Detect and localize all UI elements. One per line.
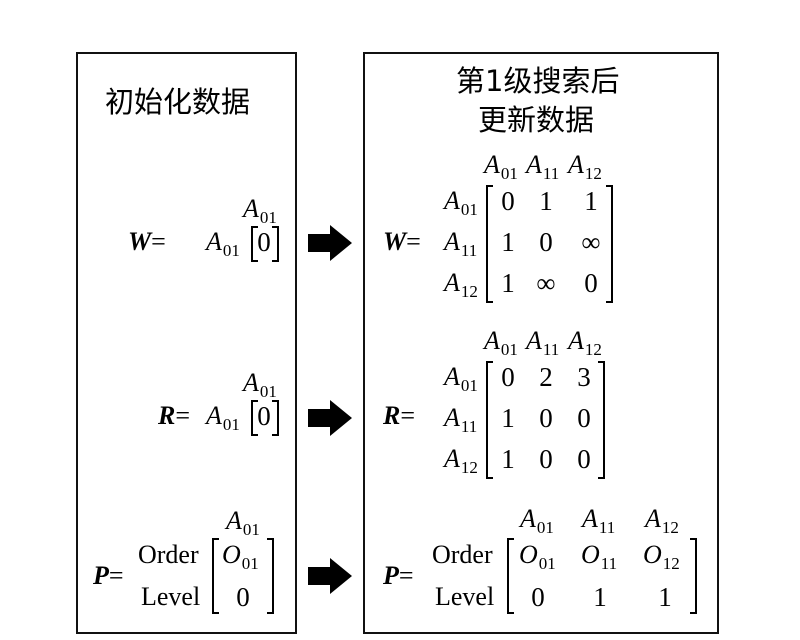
left-w-col-label: A01 — [243, 194, 277, 227]
left-r-bracket-left — [251, 400, 258, 436]
right-r-cell: 0 — [539, 403, 553, 433]
left-r-row-label: A01 — [206, 401, 240, 434]
right-r-cell: 0 — [501, 362, 515, 392]
left-r-cell: 0 — [257, 401, 271, 431]
left-panel-title: 初始化数据 — [105, 85, 251, 119]
right-r-bracket-right — [598, 361, 605, 479]
right-arrow-icon — [308, 400, 352, 436]
right-w-bracket-right — [606, 185, 613, 303]
right-p-col-label: A12 — [645, 504, 679, 537]
left-w-row-label: A01 — [206, 227, 240, 260]
right-r-cell: 0 — [577, 403, 591, 433]
right-w-cell: ∞ — [536, 268, 556, 298]
right-r-col-label: A12 — [568, 326, 602, 359]
right-p-row-label-order: Order — [432, 540, 493, 569]
left-r-bracket-right — [272, 400, 279, 436]
right-r-cell: 2 — [539, 362, 553, 392]
right-panel-title-line2: 更新数据 — [478, 103, 595, 137]
right-r-symbol: R — [383, 401, 401, 430]
right-w-col-label: A12 — [568, 150, 602, 183]
left-p-lhs: P= — [93, 561, 124, 590]
right-w-cell: 0 — [584, 268, 598, 298]
left-p-cell-level: 0 — [236, 582, 250, 612]
right-r-cell: 0 — [539, 444, 553, 474]
left-p-symbol: P — [93, 561, 109, 590]
right-p-cell: 0 — [531, 582, 545, 612]
right-p-lhs: P= — [383, 561, 414, 590]
right-p-bracket-right — [690, 538, 697, 614]
right-w-row-label: A12 — [444, 268, 478, 301]
right-p-row-label-level: Level — [435, 582, 495, 611]
right-p-col-label: A11 — [582, 504, 616, 537]
left-p-row-label-level: Level — [141, 582, 201, 611]
left-w-bracket-right — [272, 226, 279, 262]
left-w-bracket-left — [251, 226, 258, 262]
left-r-symbol: R — [158, 401, 176, 430]
left-p-row-label-order: Order — [138, 540, 199, 569]
left-p-bracket-left — [212, 538, 219, 614]
right-w-col-label: A11 — [526, 150, 560, 183]
right-w-cell: 1 — [501, 268, 515, 298]
right-r-cell: 3 — [577, 362, 591, 392]
right-w-bracket-left — [486, 185, 493, 303]
right-w-cell: ∞ — [581, 227, 601, 257]
right-r-cell: 1 — [501, 444, 515, 474]
right-w-row-label: A01 — [444, 186, 478, 219]
right-p-cell: O01 — [519, 540, 556, 573]
right-r-col-label: A11 — [526, 326, 560, 359]
right-r-cell: 0 — [577, 444, 591, 474]
right-r-cell: 1 — [501, 403, 515, 433]
right-panel — [363, 52, 719, 634]
right-r-bracket-left — [486, 361, 493, 479]
left-p-cell-order: O01 — [222, 540, 259, 573]
left-r-lhs: R= — [158, 401, 191, 430]
right-p-cell: O12 — [643, 540, 680, 573]
right-r-lhs: R= — [383, 401, 416, 430]
left-panel — [76, 52, 297, 634]
right-w-cell: 1 — [501, 227, 515, 257]
left-w-symbol: W — [128, 227, 152, 256]
left-w-lhs: W= — [128, 227, 166, 256]
right-r-col-label: A01 — [484, 326, 518, 359]
right-r-row-label: A11 — [444, 403, 478, 436]
right-p-symbol: P — [383, 561, 399, 590]
right-p-cell: 1 — [658, 582, 672, 612]
right-r-row-label: A01 — [444, 362, 478, 395]
right-w-cell: 0 — [539, 227, 553, 257]
right-p-bracket-left — [507, 538, 514, 614]
left-w-cell: 0 — [257, 227, 271, 257]
right-arrow-icon — [308, 558, 352, 594]
right-panel-title-line1: 第1级搜索后 — [456, 64, 620, 98]
right-arrow-icon — [308, 225, 352, 261]
left-p-col-label: A01 — [226, 506, 260, 539]
right-p-col-label: A01 — [520, 504, 554, 537]
right-p-cell: O11 — [581, 540, 618, 573]
right-w-cell: 1 — [584, 186, 598, 216]
right-r-row-label: A12 — [444, 444, 478, 477]
right-w-row-label: A11 — [444, 227, 478, 260]
left-p-bracket-right — [267, 538, 274, 614]
right-w-cell: 0 — [501, 186, 515, 216]
left-r-col-label: A01 — [243, 368, 277, 401]
right-w-lhs: W= — [383, 227, 421, 256]
right-p-cell: 1 — [593, 582, 607, 612]
right-w-symbol: W — [383, 227, 407, 256]
right-w-col-label: A01 — [484, 150, 518, 183]
right-w-cell: 1 — [539, 186, 553, 216]
